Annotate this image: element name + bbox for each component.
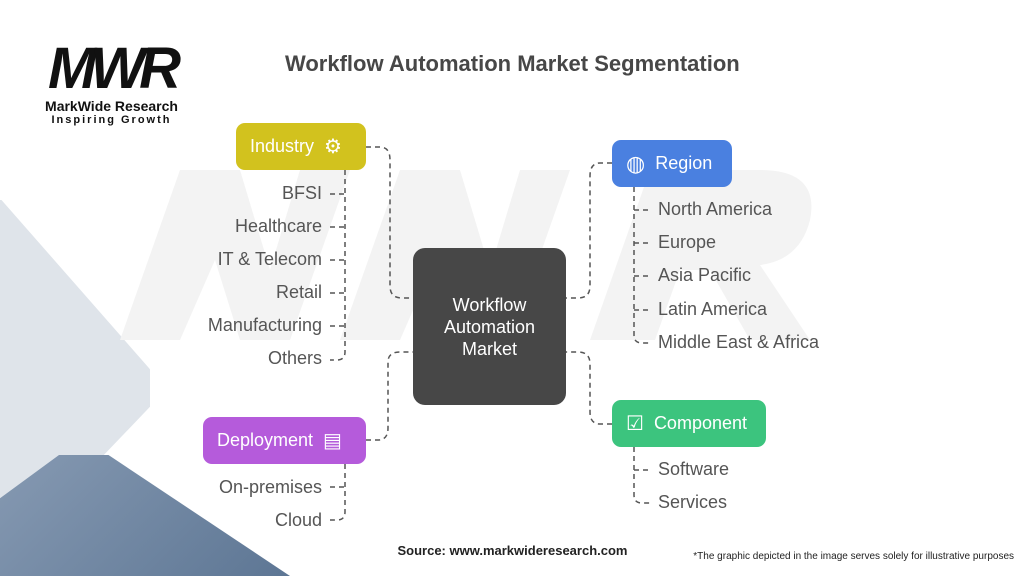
segment-label: Component <box>653 413 747 433</box>
segment-deployment: Deployment ▤ <box>203 417 366 464</box>
list-item: Cloud <box>274 510 322 530</box>
center-label: Workflow Automation Market <box>443 294 536 359</box>
server-icon: ▤ <box>323 430 342 452</box>
document-gear-icon: ☑ <box>626 413 644 435</box>
logo-name: MarkWide Research <box>45 98 178 114</box>
list-item: Latin America <box>658 299 768 319</box>
list-item: Middle East & Africa <box>658 332 820 352</box>
source-text: Source: www.markwideresearch.com <box>397 543 628 558</box>
list-item: Healthcare <box>234 216 322 236</box>
logo-tagline: Inspiring Growth <box>51 114 172 126</box>
segment-label: Deployment <box>217 430 314 450</box>
segment-industry: Industry ⚙ <box>236 123 366 170</box>
list-item: Asia Pacific <box>658 265 752 285</box>
segment-region: ◍ Region <box>612 140 732 187</box>
list-item: Others <box>267 348 322 368</box>
disclaimer: *The graphic depicted in the image serve… <box>693 551 1014 562</box>
list-item: IT & Telecom <box>217 249 322 269</box>
logo-mark: MWR <box>48 36 181 101</box>
list-item: Services <box>658 492 728 512</box>
globe-icon: ◍ <box>626 150 646 176</box>
page-title: Workflow Automation Market Segmentation <box>285 51 740 76</box>
segment-component: ☑ Component <box>612 400 766 447</box>
list-item: BFSI <box>281 183 322 203</box>
logo: MWR MarkWide Research Inspiring Growth <box>34 36 189 127</box>
segment-label: Region <box>655 153 713 173</box>
list-item: Retail <box>275 282 322 302</box>
list-item: On-premises <box>218 477 322 497</box>
list-item: Manufacturing <box>207 315 322 335</box>
segment-label: Industry <box>250 136 315 156</box>
robot-arm-icon: ⚙ <box>324 136 342 158</box>
list-item: North America <box>658 199 773 219</box>
list-item: Europe <box>658 232 717 252</box>
center-node: Workflow Automation Market <box>413 248 566 405</box>
list-item: Software <box>658 459 730 479</box>
